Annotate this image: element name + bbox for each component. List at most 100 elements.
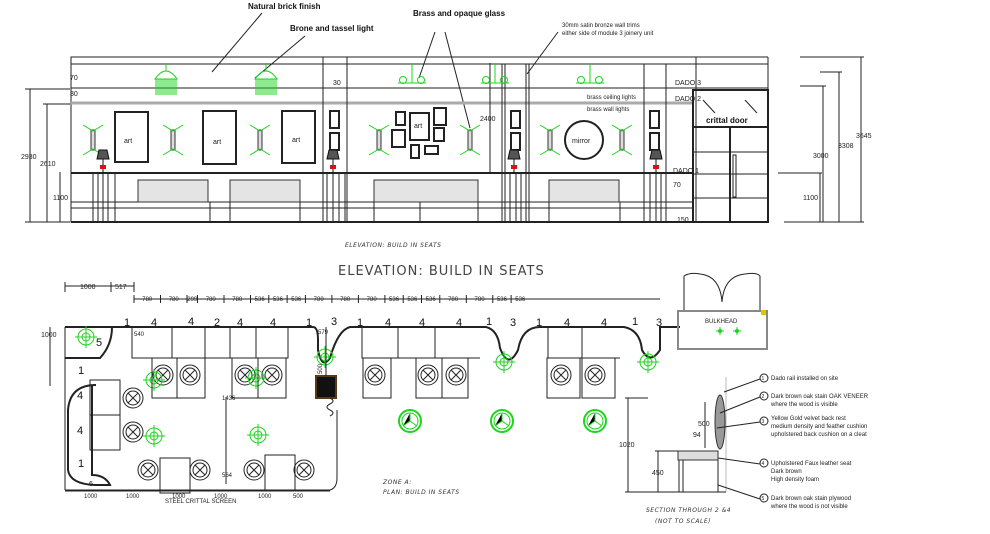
callout-trims-1: 30mm satin bronze wall trims — [562, 23, 640, 29]
tassel-light-icon — [254, 63, 278, 95]
table — [89, 414, 121, 451]
art-label: art — [414, 123, 422, 130]
dim-1000: 1000 — [41, 332, 57, 339]
wall-light-icon — [611, 124, 633, 156]
callout-ceiling-lights: brass ceiling lights — [587, 95, 636, 101]
dim-299: 299 — [187, 297, 198, 303]
seat-module-number: 1 — [78, 365, 84, 377]
dim-780: 780 — [206, 297, 217, 303]
seat-module-number: 4 — [270, 317, 276, 329]
chair-icon — [261, 364, 283, 386]
dim-536: 536 — [291, 297, 302, 303]
chair-icon — [189, 459, 211, 481]
dim-1436: 1436 — [222, 396, 236, 402]
note-number: 3 — [762, 419, 765, 425]
dim-540: 540 — [134, 332, 145, 338]
bench-cushion — [373, 179, 479, 203]
pendant-light-icon — [583, 409, 607, 433]
chair-icon — [417, 364, 439, 386]
dim-30: 30 — [333, 80, 341, 87]
table — [159, 457, 191, 494]
dim-3000: 3000 — [813, 153, 829, 160]
chair-icon — [293, 459, 315, 481]
dim-1000: 1000 — [84, 494, 98, 500]
seat-module-number: 1 — [124, 317, 130, 329]
wall-light-icon — [539, 124, 561, 156]
bulkhead-light-icon — [716, 327, 724, 335]
dim-780: 780 — [448, 297, 459, 303]
art-label: art — [292, 137, 300, 144]
door-handle[interactable] — [732, 154, 737, 198]
downlight-icon — [245, 367, 267, 389]
downlight-icon — [247, 424, 269, 446]
seat-module-number: 1 — [78, 458, 84, 470]
callout-brick: Natural brick finish — [248, 2, 321, 11]
table — [441, 357, 469, 399]
art-label: art — [124, 138, 132, 145]
art-frame — [281, 110, 316, 164]
table — [264, 454, 296, 491]
bulkhead: BULKHEAD — [677, 272, 768, 350]
chair-icon — [122, 387, 144, 409]
seat-module-number: 4 — [419, 317, 425, 329]
note-number: 2 — [762, 394, 765, 400]
seat-module-number: 4 — [77, 425, 83, 437]
callout-trims-2: either side of module 3 joinery unit — [562, 31, 654, 37]
callout-wall-lights: brass wall lights — [587, 107, 629, 113]
bulkhead-label: BULKHEAD — [705, 319, 738, 325]
callout-tassel: Brone and tassel light — [290, 24, 374, 33]
bench-cushion — [548, 179, 620, 203]
seat-module-number: 1 — [486, 316, 492, 328]
table — [415, 357, 443, 399]
table — [151, 357, 178, 399]
chair-icon — [364, 364, 386, 386]
mirror — [564, 120, 604, 160]
seat-module-number: 1 — [306, 317, 312, 329]
section-view: 1020 450 500 94 SECTION THROUGH 2 &4 (NO… — [619, 373, 869, 525]
seat-cushion — [677, 450, 719, 461]
dim-564: 564 — [222, 473, 233, 479]
note-number: 4 — [762, 461, 765, 467]
dim-2930: 2930 — [21, 154, 37, 161]
note-number: 1 — [762, 376, 765, 382]
seat-module-number: 4 — [188, 316, 194, 328]
table — [176, 357, 206, 399]
seat-module-number: 3 — [656, 317, 662, 329]
wall-light-icon — [368, 124, 390, 156]
seat-module-number: 5 — [96, 337, 102, 349]
downlight-icon — [143, 425, 165, 447]
dado-1-label: DADO 1 — [673, 168, 699, 175]
mirror-label: mirror — [572, 138, 591, 145]
seat-module-number: 1 — [632, 316, 638, 328]
dim-70: 70 — [673, 182, 681, 189]
bench-outline — [65, 326, 680, 364]
art-frame — [202, 110, 237, 165]
pendant-light-icon — [398, 409, 422, 433]
table-lamp-icon — [96, 149, 110, 173]
dim-500: 500 — [293, 494, 304, 500]
seat-module-number: 4 — [601, 317, 607, 329]
dim-500: 500 — [318, 363, 324, 374]
callout-brass: Brass and opaque glass — [413, 9, 506, 18]
dim-450: 450 — [652, 470, 664, 477]
dim-536: 536 — [515, 297, 526, 303]
note-text: Dado rail installed on site — [771, 376, 839, 382]
chair-icon — [152, 364, 174, 386]
note-number: 5 — [762, 496, 765, 502]
dim-536: 536 — [407, 297, 418, 303]
wall-light-icon — [162, 124, 184, 156]
dim-1000: 1000 — [80, 284, 96, 291]
screen-label: STEEL CRITTAL SCREEN — [165, 499, 236, 505]
dim-780: 780 — [475, 297, 486, 303]
downlight-icon — [314, 346, 336, 368]
crittal-door[interactable]: crittal door — [692, 89, 769, 223]
chair-icon — [584, 364, 606, 386]
note-text: medium density and feather cushion — [771, 424, 867, 430]
art-frame — [114, 111, 149, 163]
plan-caption: PLAN: BUILD IN SEATS — [383, 489, 460, 496]
note-text: High density foam — [771, 477, 819, 483]
note-text: Dark brown oak stain OAK VENEER — [771, 394, 869, 400]
